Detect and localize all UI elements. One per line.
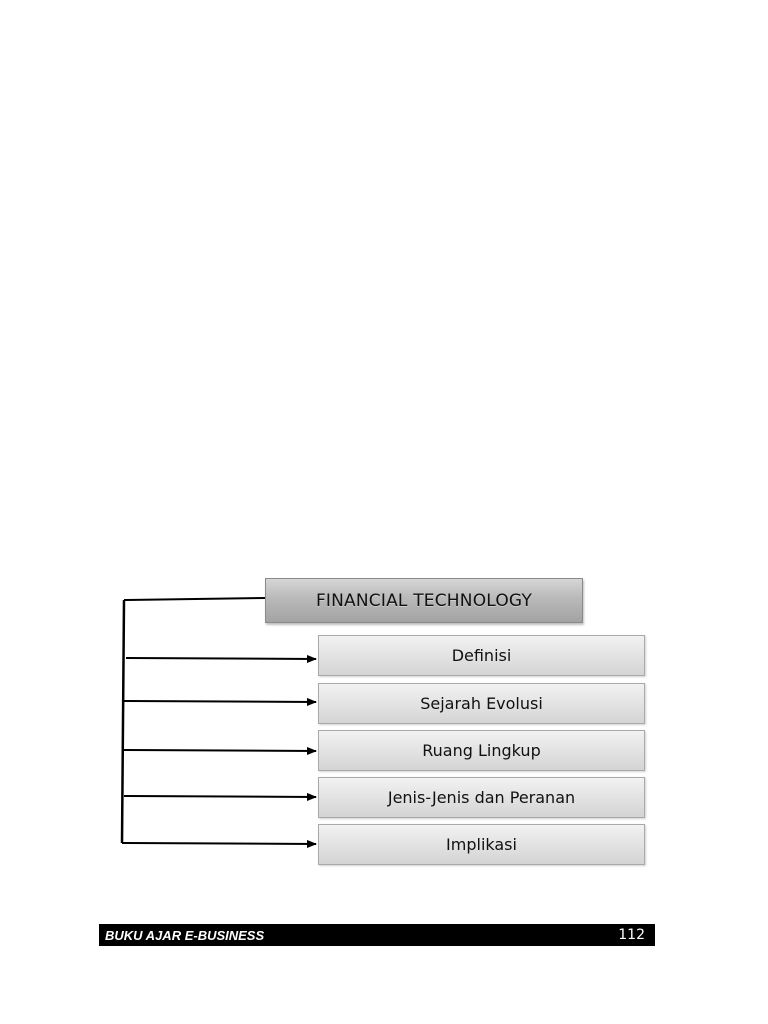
page-footer: BUKU AJAR E-BUSINESS 112 bbox=[99, 924, 655, 946]
item-box-definisi: Definisi bbox=[318, 635, 645, 676]
diagram-title: FINANCIAL TECHNOLOGY bbox=[315, 590, 533, 611]
item-label: Sejarah Evolusi bbox=[420, 694, 543, 713]
connector-top-horizontal bbox=[123, 597, 266, 601]
arrow-to-ruang-lingkup bbox=[123, 746, 317, 755]
arrow-to-definisi bbox=[125, 654, 317, 663]
item-box-jenis-jenis-dan-peranan: Jenis-Jenis dan Peranan bbox=[318, 777, 645, 818]
arrow-to-implikasi bbox=[121, 839, 317, 848]
item-label: Ruang Lingkup bbox=[422, 741, 541, 760]
diagram-title-box: FINANCIAL TECHNOLOGY bbox=[265, 578, 583, 623]
arrow-to-jenis-jenis bbox=[123, 792, 317, 801]
item-label: Implikasi bbox=[446, 835, 517, 854]
item-box-ruang-lingkup: Ruang Lingkup bbox=[318, 730, 645, 771]
footer-book-title: BUKU AJAR E-BUSINESS bbox=[105, 927, 265, 943]
connector-vertical-trunk bbox=[120, 599, 126, 844]
footer-page-number: 112 bbox=[618, 927, 645, 943]
item-box-implikasi: Implikasi bbox=[318, 824, 645, 865]
item-box-sejarah-evolusi: Sejarah Evolusi bbox=[318, 683, 645, 724]
arrow-to-sejarah-evolusi bbox=[123, 697, 317, 706]
item-label: Definisi bbox=[451, 646, 512, 665]
item-label: Jenis-Jenis dan Peranan bbox=[387, 788, 576, 807]
